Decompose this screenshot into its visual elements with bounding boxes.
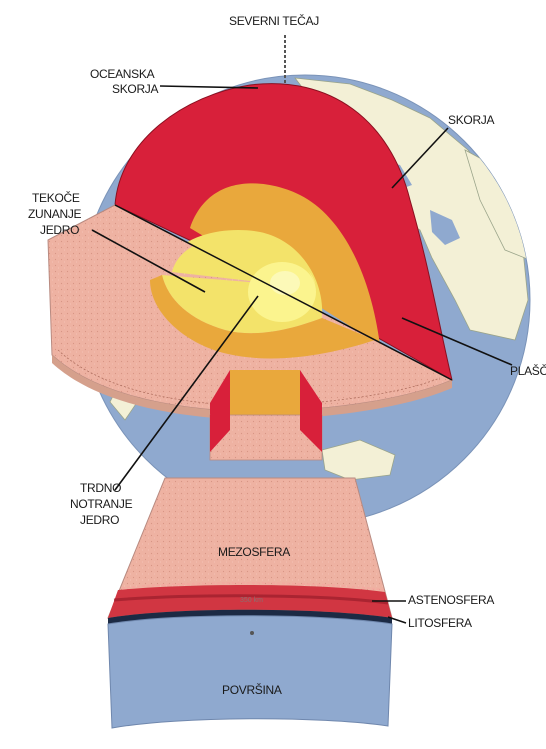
label-surface: POVRŠINA bbox=[222, 682, 282, 697]
label-crust: SKORJA bbox=[448, 113, 495, 127]
label-outer-core-line1: TEKOČE bbox=[32, 190, 80, 205]
label-north-pole: SEVERNI TEČAJ bbox=[229, 13, 319, 28]
label-mantle: PLAŠČ bbox=[510, 363, 546, 378]
label-mesosphere: MEZOSFERA bbox=[218, 545, 290, 559]
surface-marker bbox=[250, 631, 254, 635]
label-inner-core-line1: TRDNO bbox=[80, 481, 121, 495]
label-oceanic-crust-line1: OCEANSKA bbox=[90, 67, 155, 81]
label-outer-core-line2: ZUNANJE bbox=[28, 207, 82, 221]
label-inner-core-line3: JEDRO bbox=[80, 513, 119, 527]
inner-core-highlight bbox=[270, 271, 300, 295]
depth-mark: 350 km bbox=[240, 597, 263, 604]
label-lithosphere: LITOSFERA bbox=[408, 616, 472, 630]
label-oceanic-crust-line2: SKORJA bbox=[112, 82, 159, 96]
label-asthenosphere: ASTENOSFERA bbox=[408, 593, 494, 607]
surface-block bbox=[108, 616, 392, 728]
label-outer-core-line3: JEDRO bbox=[40, 223, 79, 237]
label-inner-core-line2: NOTRANJE bbox=[70, 497, 133, 511]
